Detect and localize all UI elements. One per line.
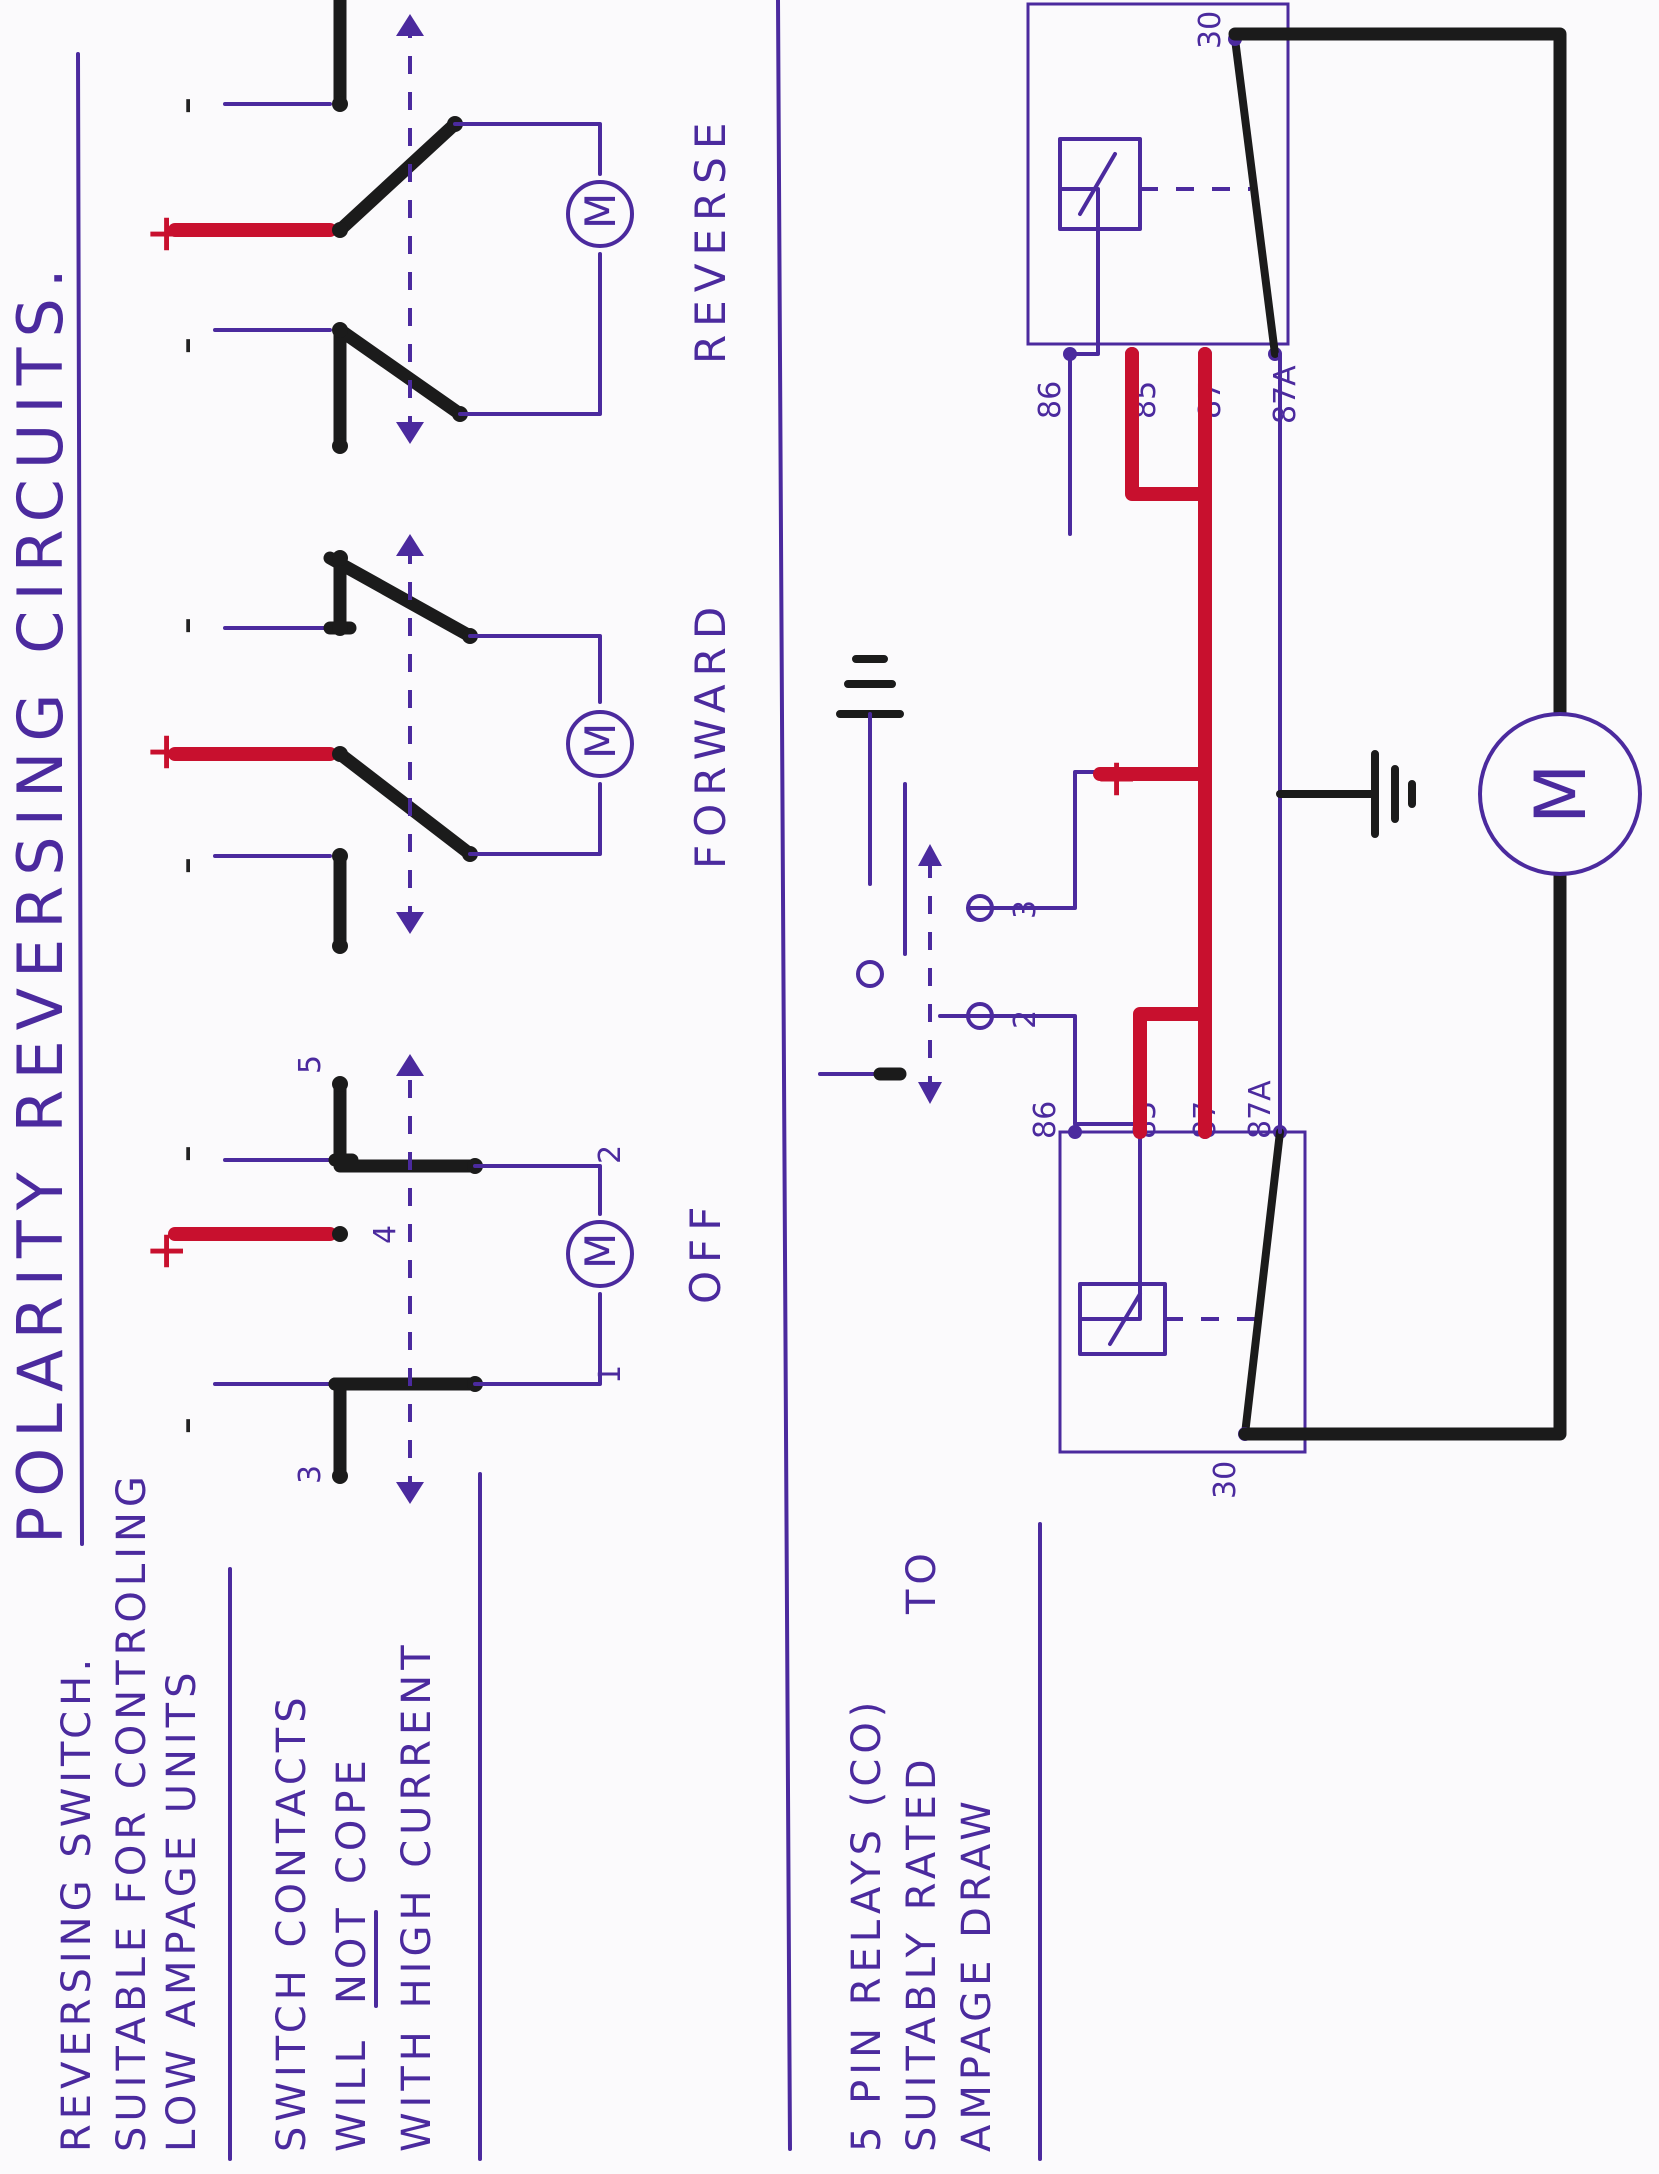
relay-left-pin-86: [1068, 1125, 1082, 1139]
switch-pin-3-wire: [966, 770, 1102, 910]
switch-pin-2-label: 2: [1008, 1010, 1043, 1029]
off-label-5: 5: [293, 1055, 328, 1074]
relay-right: 86 85 87 87A 30: [1026, 2, 1303, 536]
forward-lever-2: [323, 551, 477, 643]
switch-state-reverse: - + - M REVERSE: [129, 0, 735, 454]
off-contact-5: [332, 1076, 348, 1092]
relay-right-body: [1026, 2, 1290, 346]
relay-right-armature: [1231, 35, 1279, 358]
relay-left-86-label: 86: [1028, 1101, 1063, 1139]
switch-pin-1: [856, 960, 884, 988]
forward-lever-1: [333, 747, 477, 861]
reverse-minus-left: -: [155, 337, 211, 354]
relay-note-line3: AMPAGE DRAW: [954, 1796, 1000, 2152]
off-lever-2: [333, 1077, 482, 1173]
relay-note-to: TO: [899, 1548, 945, 1615]
forward-motor: [566, 710, 634, 778]
relay-note-line2: SUITABLY RATED: [899, 1754, 945, 2152]
forward-contact-4: [332, 746, 348, 762]
switch-state-forward: - + - M FORWARD: [129, 534, 735, 954]
forward-contact-5: [332, 550, 348, 566]
off-motor-label: M: [576, 1233, 625, 1269]
reverse-minus-right: -: [155, 97, 211, 114]
off-motor: [566, 1220, 634, 1288]
forward-contact-1: [332, 848, 348, 864]
motor-loop: M: [1228, 27, 1642, 1441]
relay-right-30-label: 30: [1193, 11, 1228, 49]
off-state-label: OFF: [681, 1199, 730, 1304]
relay-motor: [1478, 712, 1642, 876]
warning-line1: SWITCH CONTACTS: [269, 1692, 315, 2152]
relay-right-86-label: 86: [1033, 381, 1068, 419]
switch-ground-symbol: [836, 655, 904, 718]
switch-note-line2: SUITABLE FOR CONTROLING: [109, 1471, 155, 2152]
forward-minus-right: -: [155, 617, 211, 634]
relay-left-87a-label: 87A: [1243, 1080, 1278, 1139]
reverse-contact-2: [332, 96, 348, 112]
motor-power-wire: [1228, 27, 1567, 1441]
off-label-4: 4: [368, 1225, 403, 1244]
relay-left-armature: [1241, 1128, 1284, 1438]
warning-cope: COPE: [329, 1755, 375, 1884]
warning-not: NOT: [329, 1903, 375, 2004]
positive-bus: [1093, 347, 1212, 1139]
off-contact-4: [332, 1226, 348, 1242]
forward-contact-3: [332, 938, 348, 954]
forward-state-label: FORWARD: [686, 599, 735, 869]
reverse-motor-label: M: [576, 193, 625, 229]
ground-symbol: [1371, 750, 1416, 838]
reverse-state-label: REVERSE: [686, 115, 735, 364]
warning-line3: WITH HIGH CURRENT: [394, 1640, 440, 2152]
relay-left-body: [1058, 1130, 1307, 1454]
off-common-posts: [328, 1153, 359, 1391]
relay-right-coil-mark: [1078, 152, 1117, 216]
forward-contact-2: [332, 620, 348, 636]
relay-left-30-label: 30: [1208, 1461, 1243, 1499]
relay-plus-label: +: [1079, 759, 1156, 799]
relay-right-87a-label: 87A: [1268, 365, 1303, 424]
forward-minus-left: -: [155, 857, 211, 874]
switch-heading: REVERSING SWITCH.: [54, 1654, 100, 2152]
title-underline: [76, 52, 84, 1546]
relay-note-line1: 5 PIN RELAYS (CO): [844, 1697, 890, 2152]
reverse-motor: [566, 180, 634, 248]
diagram-title: POLARITY REVERSING CIRCUITS.: [4, 258, 77, 1544]
positive-rail: +: [1079, 347, 1212, 1139]
section-divider: [776, 0, 792, 2151]
reverse-lever-1: [333, 323, 467, 453]
reverse-motor-wires: [453, 122, 602, 416]
off-minus-left: -: [155, 1417, 211, 1434]
switch-state-off: - + - 3 4 5 1 2 M OFF: [129, 1054, 730, 1504]
off-label-3: 3: [293, 1465, 328, 1484]
forward-motor-label: M: [576, 723, 625, 759]
reverse-contact-3: [332, 438, 348, 454]
relay-right-pin-86: [1063, 347, 1077, 361]
off-contact-3: [332, 1468, 348, 1484]
relay-right-86-wire: [1058, 187, 1100, 536]
off-label-2: 2: [593, 1145, 628, 1164]
forward-motor-wires: [468, 634, 602, 856]
off-lever-1: [328, 1377, 482, 1483]
reverse-contact-4: [332, 222, 348, 238]
relay-motor-label: M: [1520, 764, 1602, 824]
switch-pin-2-wire: [938, 1014, 1077, 1102]
relay-left-86-wire: [1073, 1098, 1142, 1321]
off-motor-wires: [473, 1164, 602, 1386]
warning-will: WILL: [329, 2036, 375, 2152]
reverse-lever-2: [333, 117, 462, 237]
off-minus-right: -: [155, 1145, 211, 1162]
control-switch: 2 3: [818, 655, 1102, 1104]
reverse-contact-1: [332, 322, 348, 338]
switch-note-line3: LOW AMPAGE UNITS: [159, 1667, 205, 2152]
